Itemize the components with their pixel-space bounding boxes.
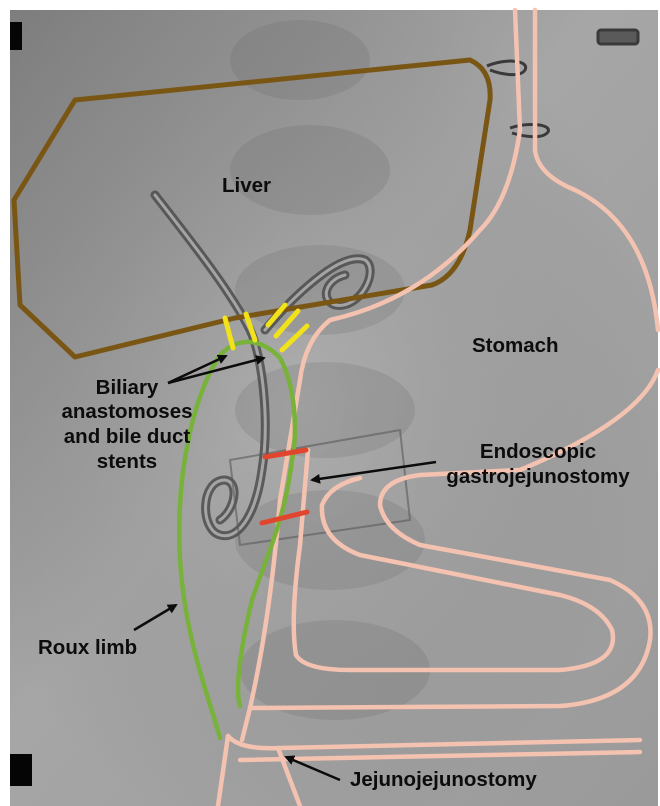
- roux-limb-label: Roux limb: [38, 636, 137, 660]
- endoscopic-label-line1: Endoscopic: [438, 440, 638, 464]
- biliary-label-line2: anastomoses: [53, 400, 201, 424]
- endoscopic-label-line2: gastrojejunostomy: [438, 465, 638, 489]
- jejunojejunostomy-label: Jejunojejunostomy: [350, 768, 537, 792]
- biliary-label-line3: and bile duct: [53, 425, 201, 449]
- marker-top-left: [10, 22, 22, 50]
- biliary-label-line1: Biliary: [53, 376, 201, 400]
- stomach-label: Stomach: [472, 334, 559, 358]
- liver-label: Liver: [222, 174, 271, 198]
- marker-bottom-left: [10, 754, 32, 786]
- biliary-label-line4: stents: [53, 450, 201, 474]
